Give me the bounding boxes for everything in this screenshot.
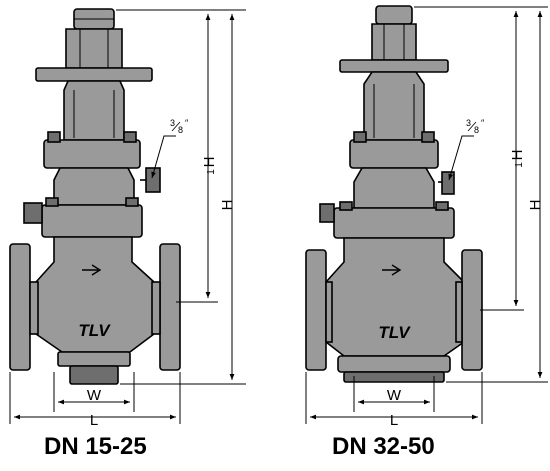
left-valve <box>9 8 181 385</box>
right-upper-flange <box>349 139 439 169</box>
right-dim-l-label: L <box>390 412 398 429</box>
right-port-denominator: 8 <box>474 125 479 135</box>
right-valve-title: DN 32-50 <box>332 433 435 460</box>
right-outlet-flange <box>461 249 483 371</box>
left-hex-nut <box>65 28 123 69</box>
right-hex-nut <box>371 23 417 61</box>
right-bonnet <box>363 71 425 141</box>
left-port-numerator: 3 <box>170 118 175 128</box>
right-logo: TLV <box>378 323 411 342</box>
left-outlet-flange <box>159 243 181 371</box>
right-bottom-cover <box>337 355 451 373</box>
left-upper-flange <box>43 139 141 169</box>
right-dim-h1-label: H <box>509 150 526 161</box>
left-side-port <box>145 167 161 193</box>
right-inlet-flange <box>305 249 327 371</box>
left-dim-l-label: L <box>90 412 98 429</box>
right-dim-h1-subscript: 1 <box>514 162 525 168</box>
left-dim-h-label: H <box>219 200 236 211</box>
left-flow-arrow-icon <box>82 264 102 276</box>
left-lower-flange <box>41 204 143 238</box>
right-spring-plate <box>339 59 449 73</box>
right-dim-w-label: W <box>387 387 402 404</box>
left-port-denominator: 8 <box>178 125 183 135</box>
left-valve-title: DN 15-25 <box>44 433 147 460</box>
right-flow-arrow-icon <box>382 264 402 276</box>
right-cap-top <box>375 5 413 25</box>
right-lower-flange <box>333 207 455 239</box>
right-dimensions <box>305 6 548 424</box>
right-side-port <box>441 171 455 195</box>
right-valve <box>305 5 483 383</box>
left-dimensions <box>9 9 246 424</box>
left-inlet-flange <box>9 243 31 371</box>
right-dim-h-label: H <box>527 200 544 211</box>
left-dim-h1-subscript: 1 <box>206 169 217 175</box>
left-logo: TLV <box>78 321 111 340</box>
right-port-inch-mark: ″ <box>481 118 485 128</box>
left-spring-plate <box>35 67 153 82</box>
left-dim-h1-label: H <box>201 157 218 168</box>
left-port-inch-mark: ″ <box>185 118 189 128</box>
left-bottom-plug <box>57 351 131 367</box>
right-port-numerator: 3 <box>466 118 471 128</box>
left-bonnet <box>63 80 125 141</box>
left-dim-w-label: W <box>87 387 102 404</box>
